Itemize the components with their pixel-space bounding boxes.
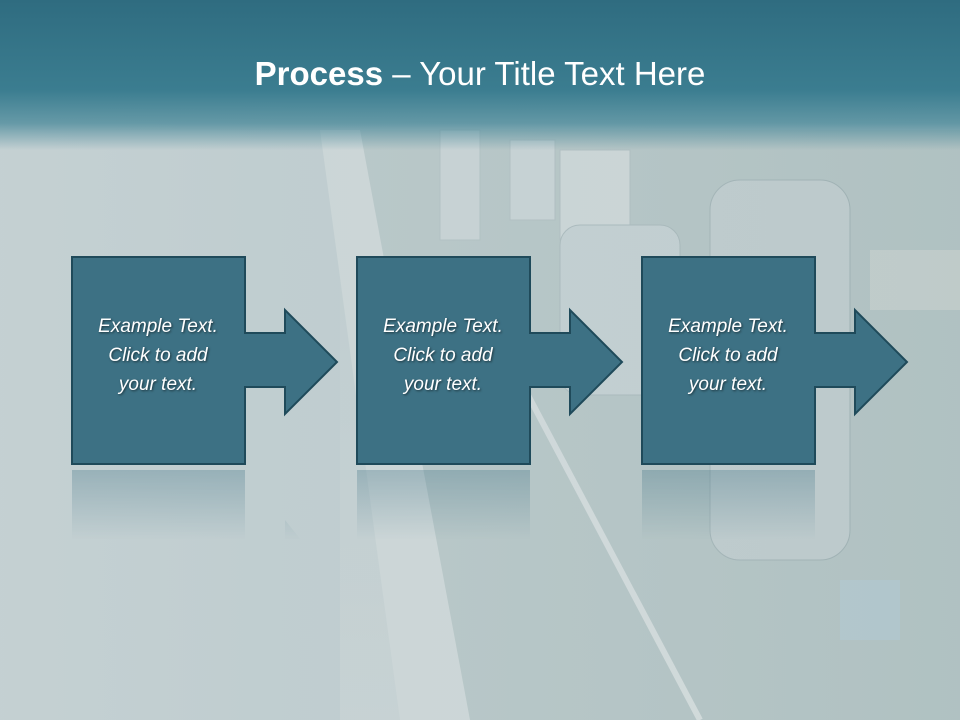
step-1-line-3: your text. bbox=[118, 374, 198, 395]
title-bar bbox=[0, 0, 960, 150]
step-3-reflection bbox=[641, 470, 910, 540]
slide-title-rest: – Your Title Text Here bbox=[383, 55, 706, 92]
step-3-line-2: Click to add bbox=[678, 345, 778, 366]
step-2-line-1: Example Text. bbox=[383, 316, 503, 337]
step-1-line-2: Click to add bbox=[108, 345, 208, 366]
slide-title-bold: Process bbox=[254, 55, 384, 92]
step-2-arrow-shape bbox=[356, 256, 624, 465]
step-3-text: Example Text. Click to add your text. bbox=[643, 312, 813, 399]
step-2-line-2: Click to add bbox=[393, 345, 493, 366]
step-1-reflection bbox=[71, 470, 340, 540]
step-2-line-3: your text. bbox=[403, 374, 483, 395]
step-3-line-3: your text. bbox=[688, 374, 768, 395]
step-2-text: Example Text. Click to add your text. bbox=[358, 312, 528, 399]
process-step-3[interactable]: Example Text. Click to add your text. bbox=[641, 256, 910, 471]
step-1-text: Example Text. Click to add your text. bbox=[73, 312, 243, 399]
process-step-1[interactable]: Example Text. Click to add your text. bbox=[71, 256, 340, 471]
step-3-arrow-shape bbox=[641, 256, 909, 465]
process-step-2[interactable]: Example Text. Click to add your text. bbox=[356, 256, 625, 471]
step-1-line-1: Example Text. bbox=[98, 316, 218, 337]
step-2-reflection bbox=[356, 470, 625, 540]
slide-title[interactable]: Process – Your Title Text Here bbox=[0, 52, 960, 96]
step-3-line-1: Example Text. bbox=[668, 316, 788, 337]
step-1-arrow-shape bbox=[71, 256, 339, 465]
